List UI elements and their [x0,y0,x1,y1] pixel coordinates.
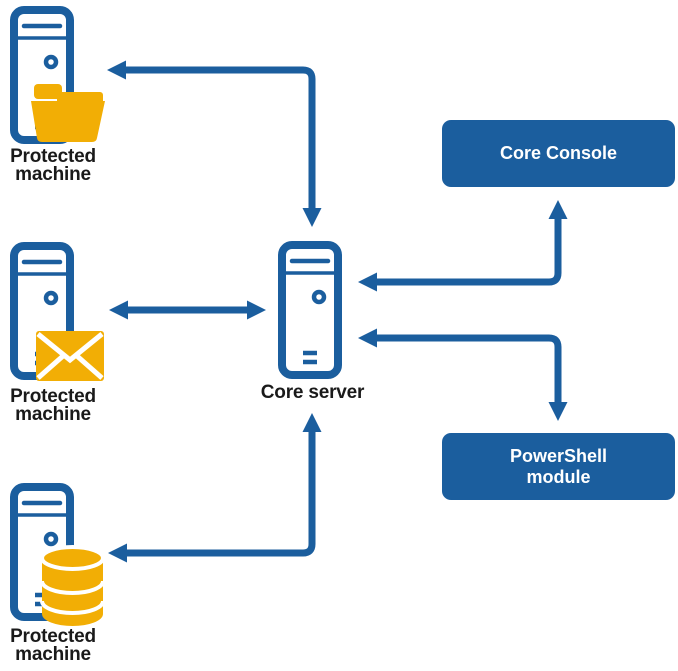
arrow-machine-middle-core-server [109,300,266,320]
core-server-label: Core server [240,382,385,403]
server-tower-icon [277,239,343,381]
machine-bottom-label-line2: machine [15,644,91,665]
arrow-core-console-core-server [358,200,568,292]
core-console-box: Core Console [442,120,675,187]
core-console-label: Core Console [499,143,618,163]
machine-bottom-label-line1: Protected [10,626,96,647]
core-server-label-text: Core server [260,382,365,403]
database-icon [40,545,105,626]
machine-bottom-label: Protected machine [0,626,106,665]
machine-middle-label-line1: Protected [10,386,96,407]
powershell-module-box: PowerShell module [442,433,675,500]
machine-top-label-line1: Protected [10,146,96,167]
arrow-machine-top-core-server [107,60,322,227]
folder-icon [31,84,105,142]
powershell-module-label-line1: PowerShell [509,445,608,466]
machine-top-label-line2: machine [15,164,91,185]
machine-middle-label-line2: machine [15,404,91,425]
envelope-icon [36,331,104,381]
powershell-module-label-line2: module [526,466,591,487]
arrow-machine-bottom-core-server [108,413,322,563]
machine-top-label: Protected machine [0,146,106,185]
arrow-powershell-core-server [358,328,568,421]
machine-middle-label: Protected machine [0,386,106,425]
